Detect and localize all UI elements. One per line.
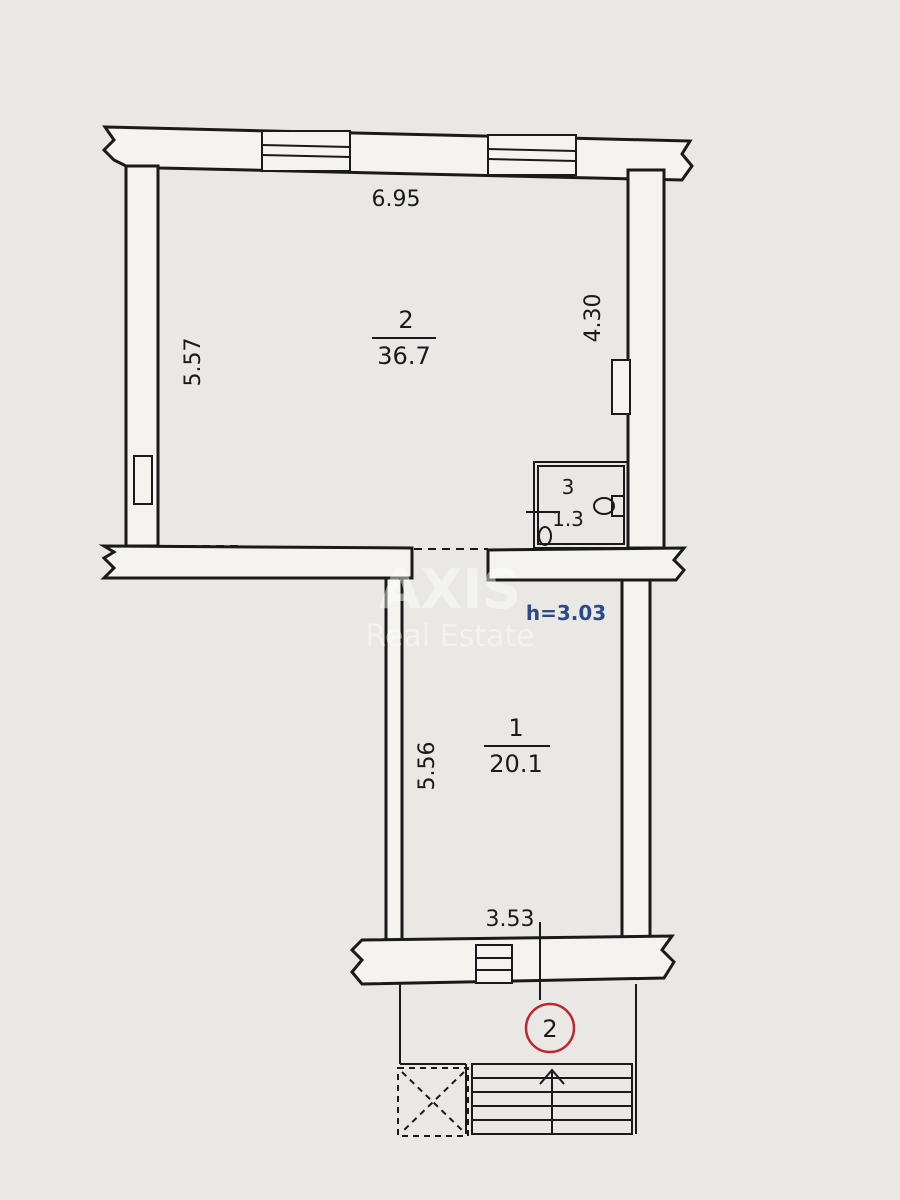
room-3-area: 1.3 (552, 507, 584, 531)
room-2-number: 2 (398, 306, 413, 334)
left-wall-niche (133, 455, 153, 505)
right-wall-niche (611, 359, 631, 415)
room-1-area: 20.1 (489, 750, 542, 778)
entrance-door (475, 944, 513, 984)
dimension-room1-left: 5.56 (415, 742, 440, 791)
entrance-circle (524, 1002, 576, 1054)
dimension-room2-width: 6.95 (372, 187, 421, 212)
ceiling-height: h=3.03 (526, 601, 606, 625)
room-1-number: 1 (508, 714, 523, 742)
watermark-logo: AXIS (379, 558, 521, 621)
dimension-room2-left: 5.57 (181, 338, 206, 387)
window-top-left (261, 130, 351, 172)
entrance-marker-label: 2 (542, 1015, 557, 1043)
watermark-subtitle: Real Estate (365, 619, 534, 654)
porch (399, 984, 637, 1134)
room-3-bathroom (526, 461, 629, 549)
dimension-room1-bottom: 3.53 (486, 907, 535, 932)
storage-box (397, 1067, 469, 1137)
dimension-room2-right: 4.30 (581, 294, 606, 343)
room-3-number: 3 (562, 475, 575, 499)
room-2-area: 36.7 (377, 342, 430, 370)
window-top-right (487, 134, 577, 176)
stairs (471, 1063, 633, 1135)
